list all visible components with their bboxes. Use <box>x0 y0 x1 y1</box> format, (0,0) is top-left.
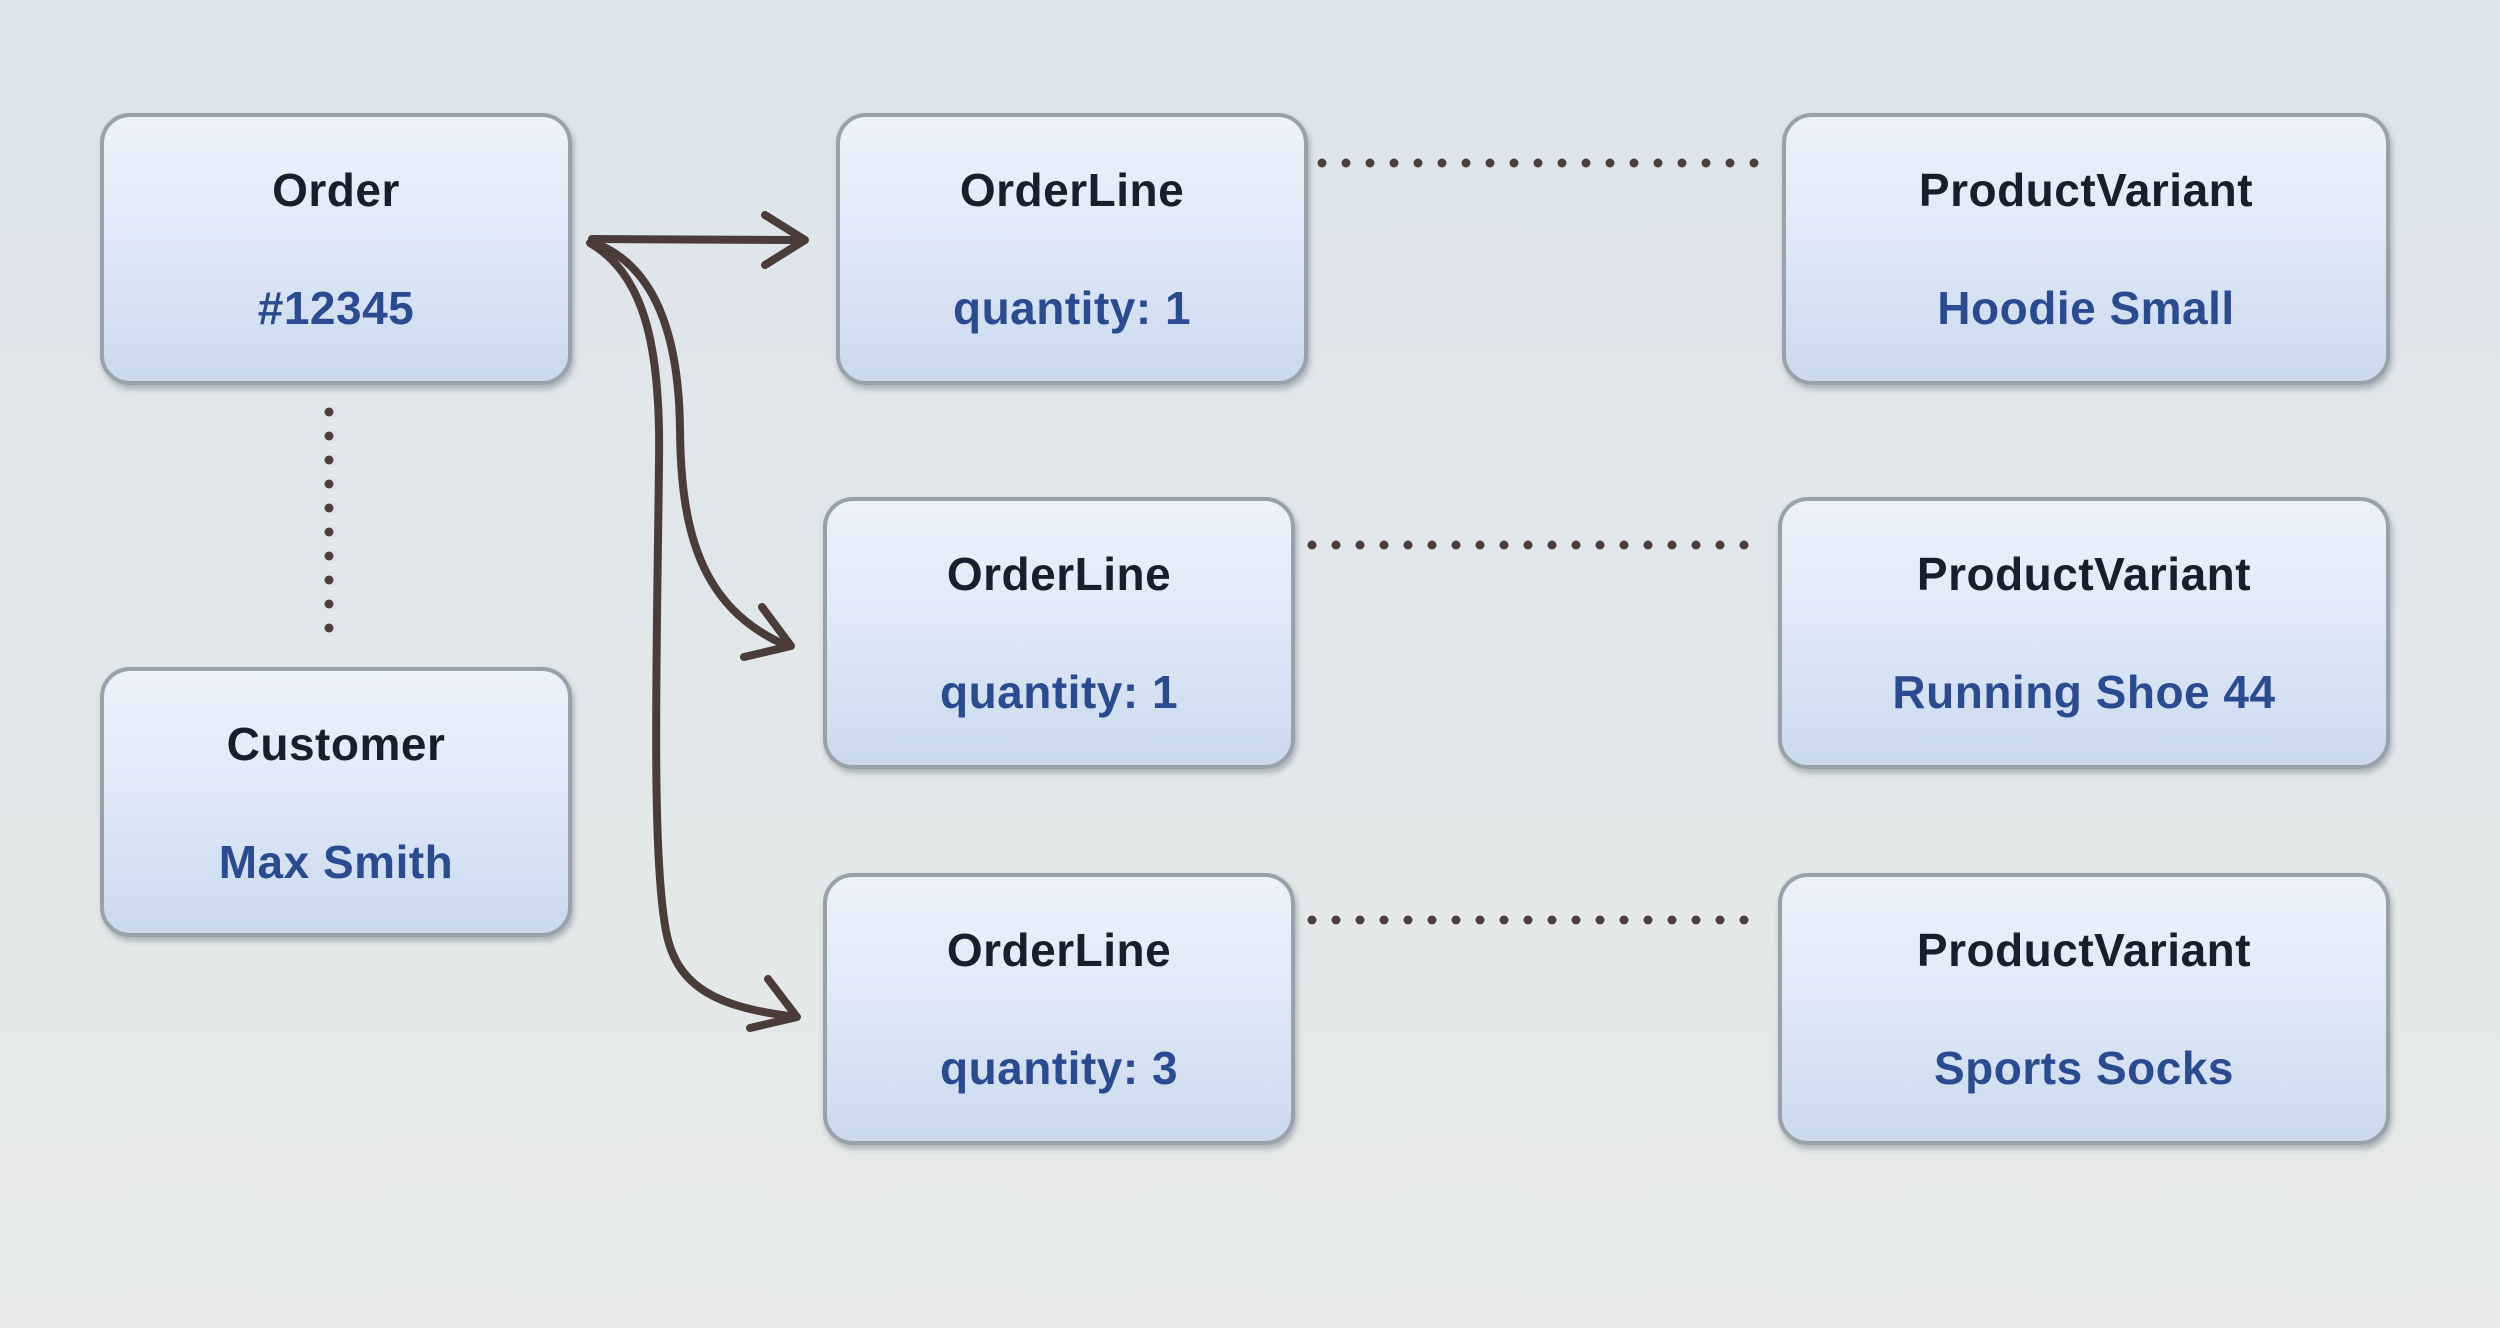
productvariant-2-value: Running Shoe 44 <box>1892 666 2276 718</box>
arrow-order-to-orderline1 <box>588 235 801 244</box>
productvariant-3-value: Sports Socks <box>1934 1042 2234 1094</box>
arrow-order-to-orderline2 <box>588 238 787 648</box>
customer-node: Customer Max Smith <box>100 667 572 937</box>
orderline-1-value: quantity: 1 <box>952 282 1192 334</box>
orderline-2-value: quantity: 1 <box>939 666 1179 718</box>
orderline-3-title: OrderLine <box>946 924 1172 976</box>
productvariant-node-2: ProductVariant Running Shoe 44 <box>1778 497 2390 769</box>
customer-node-value: Max Smith <box>218 836 454 888</box>
arrowhead-orderline2-icon <box>740 603 795 661</box>
orderline-3-value: quantity: 3 <box>939 1042 1179 1094</box>
orderline-node-3: OrderLine quantity: 3 <box>823 873 1295 1145</box>
productvariant-node-1: ProductVariant Hoodie Small <box>1782 113 2390 385</box>
order-node: Order #12345 <box>100 113 572 385</box>
arrowhead-orderline3-icon <box>746 975 801 1032</box>
arrow-order-to-orderline3 <box>586 239 793 1020</box>
order-node-value: #12345 <box>257 282 415 334</box>
orderline-2-title: OrderLine <box>946 548 1172 600</box>
customer-node-title: Customer <box>226 718 446 770</box>
orderline-1-title: OrderLine <box>959 164 1185 216</box>
productvariant-node-3: ProductVariant Sports Socks <box>1778 873 2390 1145</box>
productvariant-3-title: ProductVariant <box>1916 924 2252 976</box>
productvariant-2-title: ProductVariant <box>1916 548 2252 600</box>
orderline-node-2: OrderLine quantity: 1 <box>823 497 1295 769</box>
productvariant-1-title: ProductVariant <box>1918 164 2254 216</box>
order-node-title: Order <box>272 164 400 216</box>
productvariant-1-value: Hoodie Small <box>1937 282 2235 334</box>
orderline-node-1: OrderLine quantity: 1 <box>836 113 1308 385</box>
arrowhead-orderline1-icon <box>761 211 809 269</box>
